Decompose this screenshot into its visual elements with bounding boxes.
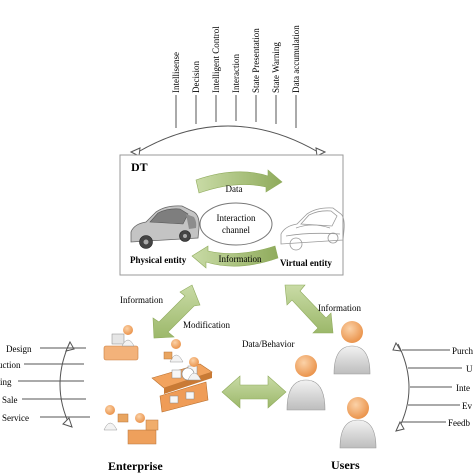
desk-worker-icon [103, 325, 139, 361]
information-flow-arrow [191, 245, 279, 269]
top-label-data-accumulation: Data accumulation [291, 25, 301, 93]
information-flow-label: Information [219, 254, 262, 264]
enterprise-arc-bottom-arrowhead [62, 417, 73, 428]
users-side-fan: Purch U Inte Ev Feedb [392, 341, 473, 432]
virtual-car-icon [280, 207, 345, 251]
dt-box: DT Data Information Interaction channel … [119, 154, 345, 276]
users-arc-top-arrowhead [392, 341, 402, 352]
interaction-channel-line2: channel [222, 225, 250, 235]
enterprise-illustration [103, 325, 213, 445]
top-label-decision: Decision [191, 61, 201, 93]
physical-car-icon [130, 205, 200, 249]
user-figure-3 [339, 397, 377, 449]
enterprise-label-design: Design [6, 344, 32, 354]
enterprise-label-service: Service [2, 413, 29, 423]
top-label-fan: Intellisense Decision Intelligent Contro… [129, 25, 327, 157]
users-illustration [286, 321, 377, 449]
conveyor-belt-icon [151, 357, 213, 413]
users-label-evaluation: Ev [462, 401, 472, 411]
enterprise-label-production: uction [0, 360, 21, 370]
top-arc [137, 125, 319, 153]
box-worker-icon [163, 339, 184, 363]
data-flow-label: Data [226, 184, 243, 194]
users-data-behavior-label: Data/Behavior [242, 339, 294, 349]
enterprise-arc [59, 341, 71, 427]
top-label-state-presentation: State Presentation [251, 28, 261, 93]
top-label-state-warning: State Warning [271, 42, 281, 93]
users-arc [397, 343, 410, 431]
users-label-interaction: Inte [456, 383, 470, 393]
user-figure-1 [333, 321, 371, 375]
virtual-entity-label: Virtual entity [280, 258, 332, 268]
enterprise-information-label: Information [120, 295, 163, 305]
enterprise-arc-top-arrowhead [65, 340, 75, 352]
interaction-channel-line1: Interaction [217, 213, 256, 223]
enterprise-title: Enterprise [108, 459, 163, 473]
user-figure-2 [286, 355, 326, 411]
enterprise-modification-label: Modification [183, 320, 230, 330]
top-label-intellisense: Intellisense [171, 52, 181, 93]
delivery-worker-icon [103, 405, 159, 445]
enterprise-users-arrow [221, 375, 287, 409]
enterprise-label-marketing: ing [0, 377, 12, 387]
physical-entity-label: Physical entity [130, 255, 187, 265]
interaction-channel-ellipse [199, 202, 273, 246]
top-label-intelligent-control: Intelligent Control [211, 26, 221, 93]
data-flow-arrow [195, 169, 283, 194]
enterprise-label-sale: Sale [2, 395, 18, 405]
users-dt-arrow [284, 284, 334, 334]
users-title: Users [331, 458, 360, 472]
users-label-use: U [466, 364, 473, 374]
users-label-feedback: Feedb [448, 418, 470, 428]
users-information-label: Information [318, 303, 361, 313]
top-label-interaction: Interaction [231, 54, 241, 93]
users-arc-bottom-arrowhead [395, 420, 405, 432]
enterprise-dt-arrow [152, 284, 201, 339]
top-arc-left-arrowhead [129, 147, 141, 157]
users-label-purchase: Purch [452, 346, 473, 356]
dt-title: DT [131, 160, 148, 174]
top-arc-right-arrowhead [315, 147, 327, 157]
enterprise-side-fan: Design uction ing Sale Service [0, 340, 90, 428]
